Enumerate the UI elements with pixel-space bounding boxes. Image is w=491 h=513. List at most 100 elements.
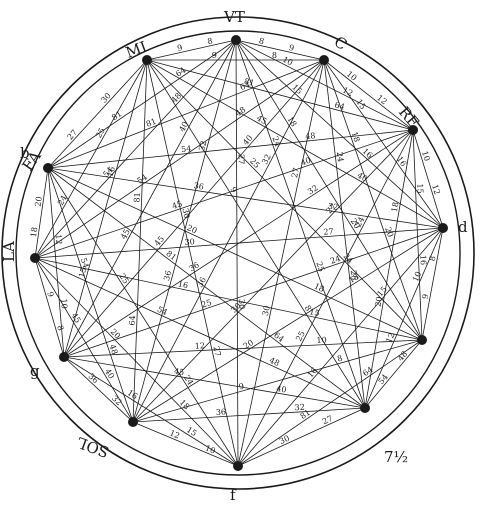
chord-number: 9: [288, 43, 295, 53]
node-label-g: g: [30, 362, 40, 380]
chord-number: 54: [156, 305, 169, 317]
chord-number: 20: [373, 296, 384, 308]
chord-number: 81: [133, 192, 142, 203]
chord-line: [146, 59, 444, 229]
chord-number: 36: [195, 276, 208, 289]
chord-number: 36: [86, 372, 100, 386]
chord-number: 32: [327, 202, 338, 212]
chord-number: 64: [361, 365, 374, 378]
chord-line: [146, 59, 423, 341]
chord-line: [34, 257, 134, 423]
chord-number: 16: [126, 388, 139, 401]
chord-number: 12: [384, 331, 396, 344]
chord-number: 27: [321, 414, 334, 426]
chord-line: [63, 59, 325, 358]
chord-number: 36: [162, 270, 173, 282]
chord-number: 9: [212, 51, 217, 60]
chord-number: 9: [45, 291, 55, 298]
chord-line: [146, 39, 237, 61]
chord-line: [146, 59, 414, 131]
chord-number: 32: [306, 183, 319, 196]
chord-line: [323, 59, 444, 229]
scale-point-dot: [30, 253, 40, 263]
chord-number: 81: [164, 249, 178, 262]
chord-number: 8: [55, 324, 65, 331]
chord-line: [47, 59, 148, 169]
chord-number: 45: [153, 234, 166, 248]
chord-number: 8: [336, 354, 343, 364]
scale-point-dot: [43, 163, 53, 173]
chord-line: [132, 59, 325, 423]
chord-line: [235, 39, 239, 467]
chord-line: [34, 59, 148, 259]
chord-number: 10: [420, 150, 432, 162]
chord-line: [237, 129, 414, 467]
chord-number: 15: [290, 83, 304, 97]
chord-line: [235, 39, 366, 409]
chord-number: 48: [108, 343, 120, 356]
chord-number: 24: [354, 215, 367, 228]
chord-number: 8: [258, 36, 265, 46]
chord-number: 36: [193, 181, 204, 191]
chord-number: 54: [79, 257, 91, 270]
chord-number: 64: [128, 315, 137, 326]
chord-line: [47, 167, 65, 358]
chord-number: 48: [305, 131, 316, 141]
chord-number: 27: [323, 227, 334, 237]
chord-number: 32: [260, 153, 273, 166]
scale-point-dot: [360, 403, 370, 413]
chord-number: 15: [309, 307, 321, 318]
chord-line: [235, 39, 423, 341]
chord-number: 32: [110, 394, 124, 408]
chord-number: 32: [294, 403, 305, 413]
chord-number: 24: [56, 194, 69, 207]
chord-number: 12: [375, 93, 389, 106]
chord-number: 45: [70, 311, 83, 324]
chord-number: 27: [290, 167, 301, 179]
chord-number: 15: [77, 266, 88, 278]
chord-line: [47, 39, 237, 169]
chord-line: [146, 59, 239, 467]
chord-line: [323, 59, 366, 409]
chord-line: [323, 59, 414, 131]
chord-number: 9: [421, 293, 431, 300]
chord-number: 54: [136, 172, 149, 185]
chord-lines: [34, 39, 444, 467]
chord-line: [364, 129, 414, 409]
chord-number: 36: [216, 407, 227, 417]
chord-number: 16: [418, 255, 427, 266]
chord-number: 30: [99, 91, 113, 105]
chord-line: [34, 257, 239, 467]
chord-line: [34, 257, 423, 341]
inner-ring: [15, 30, 461, 476]
chord-number: 20: [383, 226, 395, 239]
chord-number: 9: [238, 381, 245, 391]
scale-point-dot: [231, 35, 241, 45]
chord-line: [63, 356, 239, 467]
node-label-re: RE: [395, 103, 423, 132]
chord-number: 30: [261, 305, 272, 317]
chord-number: 10: [59, 298, 69, 309]
scale-point-dot: [142, 55, 152, 65]
chord-line: [34, 257, 366, 409]
scale-point-dot: [417, 335, 427, 345]
chord-number: 25: [200, 298, 213, 310]
chord-line: [63, 339, 423, 358]
scale-point-dot: [438, 223, 448, 233]
chord-number: 12: [430, 183, 442, 195]
chord-number: 9: [228, 185, 238, 194]
chord-line: [235, 39, 414, 131]
chord-line: [63, 356, 134, 423]
scale-points: [30, 35, 448, 471]
chord-number: 10: [316, 336, 327, 345]
chord-line: [237, 339, 423, 467]
scale-point-dot: [59, 352, 69, 362]
chord-line: [47, 167, 366, 409]
node-label-ut: VT: [223, 8, 245, 26]
outer-ring: [1, 16, 475, 490]
chord-number: 48: [268, 356, 281, 368]
chord-number: 8: [303, 304, 313, 313]
node-label-d: d: [458, 218, 468, 236]
chord-number: 24: [329, 254, 342, 266]
